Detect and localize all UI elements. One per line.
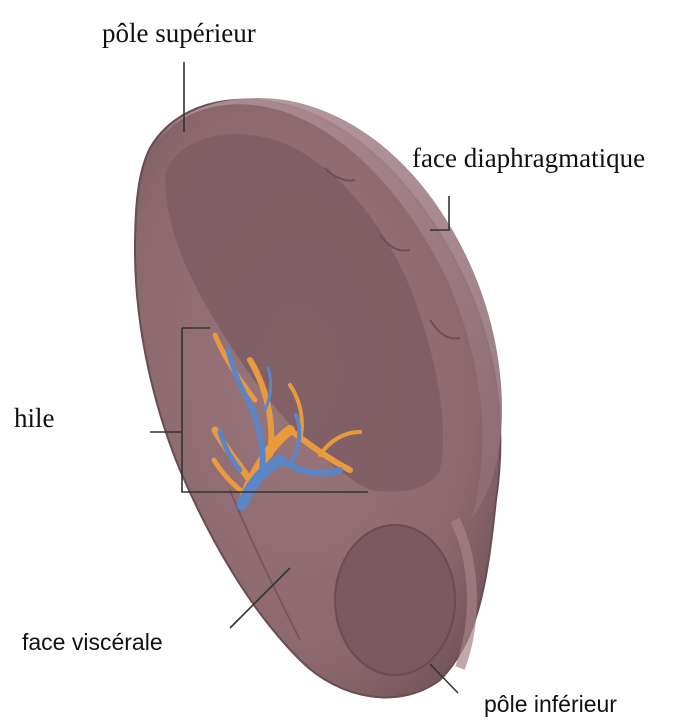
label-pole-superieur: pôle supérieur [102, 20, 256, 47]
inferior-pole-area [335, 525, 455, 675]
label-pole-inferieur: pôle inférieur [484, 693, 617, 716]
label-hile: hile [14, 405, 55, 432]
label-face-diaphragmatique: face diaphragmatique [412, 145, 645, 172]
label-face-viscerale: face viscérale [22, 631, 163, 654]
